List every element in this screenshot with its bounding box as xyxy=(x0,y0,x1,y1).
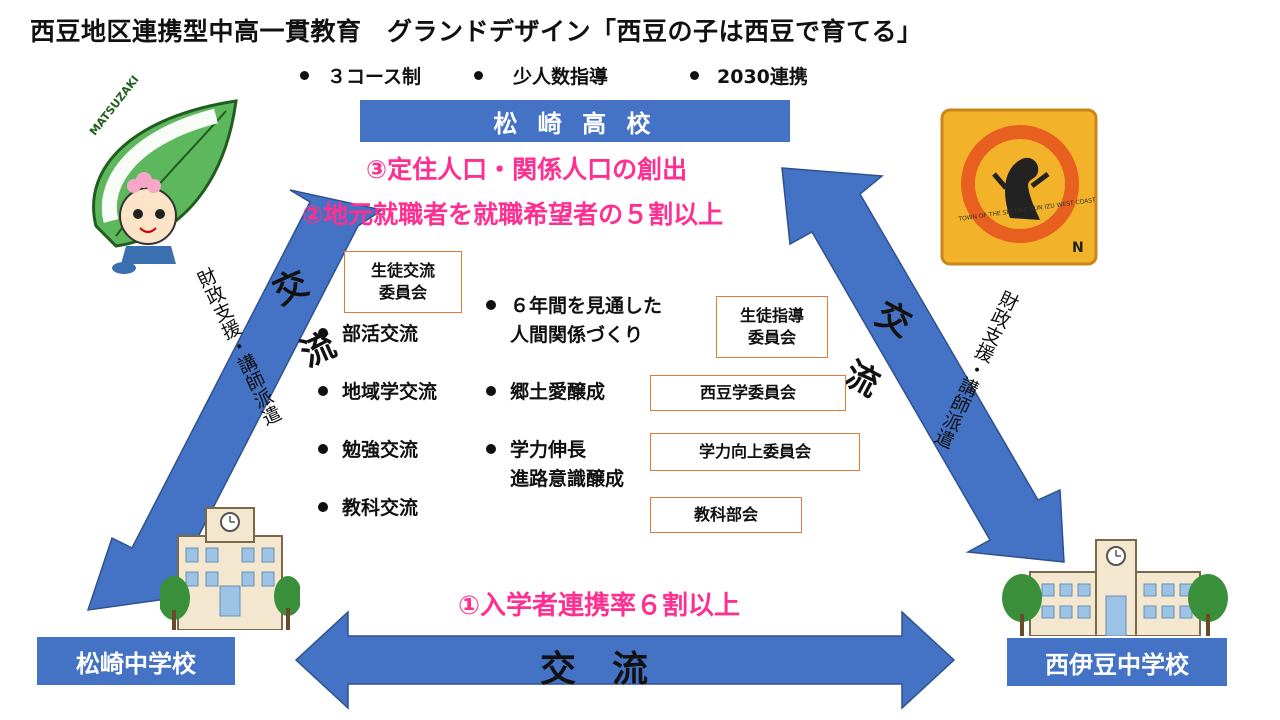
matsuzaki-high-school: 松 崎 高 校 xyxy=(360,100,790,142)
activity-academic: 学力伸長 進路意識醸成 xyxy=(486,436,624,493)
left-exchange-arrow xyxy=(86,189,384,611)
feature-2: 少人数指導 xyxy=(474,62,608,89)
goal-1: ①入学者連携率６割以上 xyxy=(458,591,741,621)
activity-regional: 地域学交流 xyxy=(318,378,437,407)
committee-subject: 教科部会 xyxy=(650,497,802,533)
committee-student-guidance: 生徒指導 委員会 xyxy=(716,296,828,358)
badge-mark: N xyxy=(1072,240,1084,256)
committee-academic: 学力向上委員会 xyxy=(650,433,860,471)
town-badge xyxy=(940,108,1098,266)
activity-study: 勉強交流 xyxy=(318,436,418,465)
goal-2: ②地元就職者を就職希望者の５割以上 xyxy=(302,200,724,229)
activity-subject: 教科交流 xyxy=(318,494,418,523)
exchange-label-bottom: 交 流 xyxy=(540,649,649,690)
bottom-exchange-arrow xyxy=(294,610,956,710)
activity-six-year: ６年間を見通した 人間関係づくり xyxy=(486,292,662,349)
committee-nishizu-studies: 西豆学委員会 xyxy=(650,375,846,411)
mascot-illustration xyxy=(92,99,238,274)
matsuzaki-jhs: 松崎中学校 xyxy=(37,637,235,685)
goal-3: ③定住人口・関係人口の創出 xyxy=(366,155,688,184)
right-exchange-arrow xyxy=(781,167,1065,563)
committee-student-exchange: 生徒交流 委員会 xyxy=(344,251,462,313)
feature-3: 2030連携 xyxy=(690,62,808,89)
school-building-right xyxy=(1002,539,1228,636)
school-building-left xyxy=(160,507,300,630)
feature-1: ３コース制 xyxy=(300,62,421,89)
activity-club: 部活交流 xyxy=(318,320,418,349)
nishiizu-jhs: 西伊豆中学校 xyxy=(1007,638,1227,686)
page-title: 西豆地区連携型中高一貫教育 グランドデザイン「西豆の子は西豆で育てる」 xyxy=(30,17,923,46)
activity-hometown: 郷土愛醸成 xyxy=(486,378,605,407)
